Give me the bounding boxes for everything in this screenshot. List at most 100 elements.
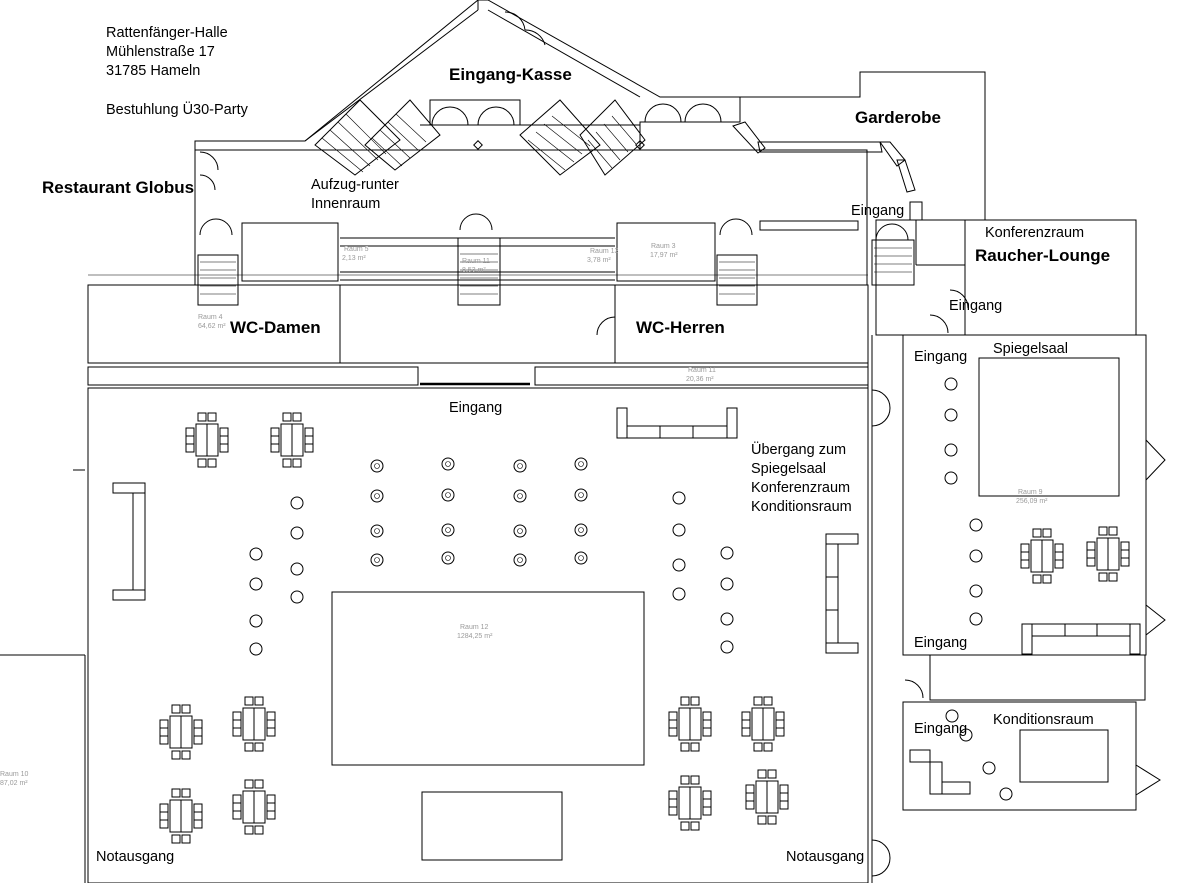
garderobe-counter [896,159,916,193]
chair [219,427,229,437]
cad-raum4-area: 64,62 m² [198,323,226,330]
chair [753,742,763,752]
chair [741,727,751,737]
label-konditionsraum: Konditionsraum [993,712,1094,728]
chair [779,792,789,802]
round-tables [249,377,1013,801]
chair [745,800,755,810]
chair [266,802,276,812]
garderobe-counter [879,141,906,167]
chair [197,458,207,468]
bar-konditionsraum [909,749,971,795]
lobby-stairs-left [314,99,441,176]
chair [690,742,700,752]
cad-raum3-area: 17,97 m² [650,252,678,259]
chair [304,443,314,453]
venue-name: Rattenfänger-Halle [106,25,228,41]
chair [690,821,700,831]
stair-tower [871,239,915,286]
chair [702,719,712,729]
chair [779,784,789,794]
seating-title: Bestuhlung Ü30-Party [106,102,248,118]
chair [193,727,203,737]
stair-tower [197,254,239,306]
cad-raum10-area: 87,02 m² [0,780,28,787]
konditionsraum [902,701,1137,811]
stage [421,791,563,861]
chair [779,800,789,810]
raum-box [616,222,716,282]
chair [702,727,712,737]
label-eingang-spiegelsaal-unten: Eingang [914,635,968,651]
venue-street: Mühlenstraße 17 [106,44,215,60]
chair [1042,574,1052,584]
chair [266,727,276,737]
cad-raum11b-area: 20,36 m² [686,376,714,383]
chair [159,719,169,729]
chair [171,834,181,844]
chair [159,811,169,821]
chair [181,750,191,760]
cad-raum12-area: 1284,25 m² [457,633,493,640]
cad-raum9: Raum 9 [1018,489,1043,496]
label-aufzug: Aufzug-runter [311,177,399,193]
chair [232,711,242,721]
chair [254,696,264,706]
chair [197,412,207,422]
spiegelsaal-floor [978,357,1120,497]
ticket-desk [429,99,521,126]
dance-floor [331,591,645,766]
label-restaurant: Restaurant Globus [42,178,195,197]
chair [171,788,181,798]
chair [219,435,229,445]
chair [1120,557,1130,567]
chair [254,779,264,789]
chair [668,711,678,721]
label-garderobe: Garderobe [855,108,941,127]
chair [171,750,181,760]
label-uebergang-4: Konditionsraum [751,499,852,515]
label-notausgang-rechts: Notausgang [786,849,865,865]
cad-raum12: Raum 12 [460,624,489,631]
chair [668,790,678,800]
chair [1054,559,1064,569]
chair [1098,572,1108,582]
label-notausgang-links: Notausgang [96,849,175,865]
chair [270,443,280,453]
chair [266,794,276,804]
chair [763,742,773,752]
wc-band [87,284,869,364]
chair [270,427,280,437]
chair [244,696,254,706]
stair-tower [716,254,758,306]
chair [1020,551,1030,561]
chair [1020,559,1030,569]
cad-raum5: Raum 5 [344,246,369,253]
chair [1054,543,1064,553]
chair [193,735,203,745]
garderobe-counter [732,121,766,154]
label-spiegelsaal: Spiegelsaal [993,341,1068,357]
chair [680,775,690,785]
bar-left [112,482,146,601]
cad-raum9-area: 256,09 m² [1016,498,1048,505]
venue-city: 31785 Hameln [106,63,201,79]
chair [1108,526,1118,536]
chair [292,412,302,422]
chair [702,798,712,808]
chair [741,719,751,729]
chair [207,458,217,468]
chair [232,810,242,820]
chair [1086,549,1096,559]
cad-raum11b: Raum 11 [688,367,716,374]
raum-box [241,222,339,282]
chair [668,798,678,808]
chair [702,790,712,800]
chair [159,803,169,813]
upper-corridor [194,149,868,286]
chair [159,727,169,737]
label-raucher-lounge: Raucher-Lounge [975,246,1111,265]
chair [1086,557,1096,567]
label-eingang-garderobe: Eingang [851,203,905,219]
